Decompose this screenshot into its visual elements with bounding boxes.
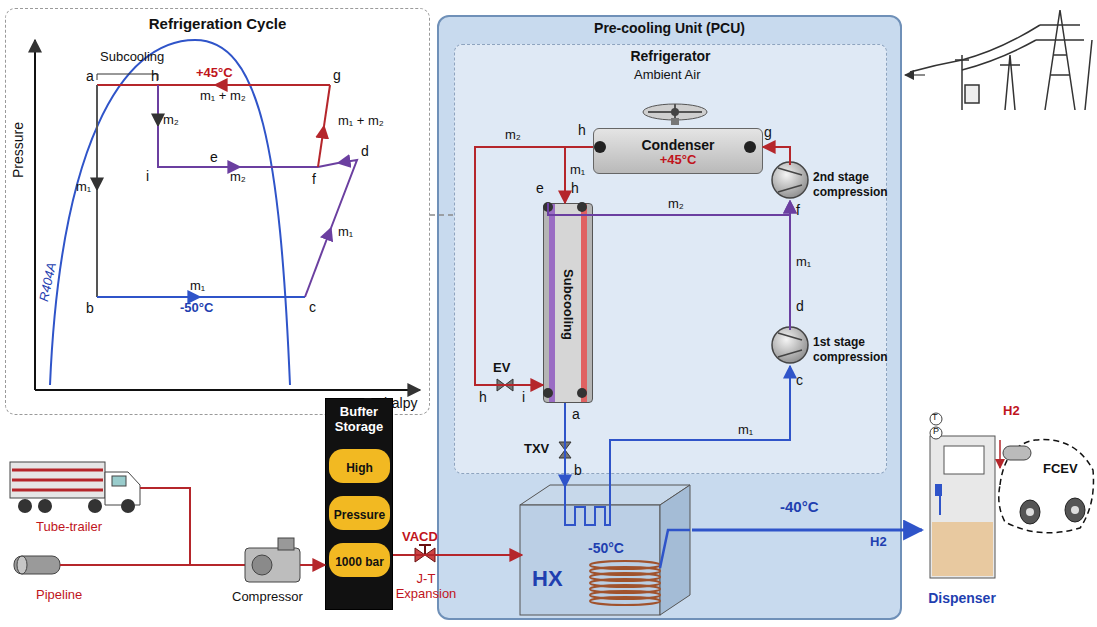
node-label: -50°C [588,540,624,556]
pipe-connector [763,147,790,165]
node-label: Dispenser [928,590,996,606]
state-point: g [764,124,772,140]
state-point: i [522,389,525,405]
flow-label: m₂ [230,170,246,185]
node-label: 1000 bar [335,556,384,570]
pipe-connector [564,403,566,487]
node-label: 2nd stage compression [813,170,887,199]
state-point: h [571,180,579,196]
pipe-connector [565,147,593,203]
temperature-label: -50°C [180,301,213,316]
node-label: Condenser [641,138,714,153]
valve-label: EV [493,361,510,376]
source-label: Pipeline [36,588,82,603]
gas-label: H2 [1003,404,1020,419]
ambient-label: Ambient Air [634,68,700,83]
pipe-connector [475,147,593,385]
state-point: b [574,462,582,478]
node-label: Pre-cooling Unit (PCU) [594,20,745,36]
valve-label: TXV [524,442,549,457]
subcooling-exchanger: Subcooling [543,203,593,403]
flow-label: m₂ [505,128,521,143]
state-point: f [796,202,800,218]
flow-label: m₁ + m₂ [200,89,246,104]
flow-label: m₁ [338,225,353,240]
storage-pill: Pressure [329,496,390,530]
pipe-connector [430,214,454,216]
state-point: i [146,168,149,184]
valve-label: J-T Expansion [390,572,462,602]
axis-label: Pressure [10,122,26,178]
condenser-box: Condenser+45°C [593,128,763,174]
storage-pill: 1000 bar [329,543,390,577]
compressor-stage: 2nd stage compression [775,165,889,201]
state-point: g [333,67,341,83]
valve-label: VACD [402,530,438,545]
flow-label: m₁ [76,180,91,195]
pipe-connector [789,201,791,330]
state-point: h [151,68,159,84]
state-point: h [578,122,586,138]
source-label: Tube-trailer [36,520,102,535]
dispenser: Dispenser [922,432,1002,606]
pipe-connector [393,554,522,556]
refrigerator-region: RefrigeratorCondenser+45°C 2nd stage comp… [454,44,887,474]
node-sublabel: HX [532,566,563,592]
node-label: Refrigerator [630,48,710,64]
gauge-label: T [932,412,938,422]
state-point: h [479,389,487,405]
state-point: e [210,149,218,165]
node-sublabel: +45°C [660,153,697,167]
state-point: c [309,299,316,315]
state-point: f [312,171,316,187]
axis-label: Enthalpy [363,395,417,411]
gauge-label: P [933,426,939,436]
state-point: d [361,143,369,159]
state-point: a [86,68,94,84]
flow-label: m₁ [570,163,585,178]
heat-exchanger: -50°C HX [522,487,692,617]
compressor-stage: 1st stage compression [775,330,889,366]
state-point: a [572,406,580,422]
temperature-label: +45°C [196,66,233,81]
flow-label: m₁ [738,423,753,438]
storage-pill: High [329,449,390,483]
pcu-housing: Pre-cooling Unit (PCU) RefrigeratorConden… [437,15,902,620]
refrigerant-label: R404A [37,261,60,303]
state-point: e [536,180,544,196]
flow-label: m₁ [796,255,811,270]
equipment-label: Compressor [232,590,303,605]
state-point: d [796,298,804,314]
vehicle-label: FCEV [1043,462,1078,477]
flow-label: m₂ [163,113,179,128]
node-label: High [346,462,373,476]
gas-label: H2 [870,535,887,550]
node-label: Pressure [334,509,385,523]
flow-label: m₁ [190,279,205,294]
flow-label: m₂ [668,197,684,212]
pipe-connector [610,366,790,487]
node-label: 1st stage compression [813,335,887,364]
flow-label: m₁ + m₂ [338,114,384,129]
cycle-annotation: Subcooling [100,50,164,65]
state-point: b [86,300,94,316]
node-label: Refrigeration Cycle [149,15,287,32]
buffer-storage: Buffer StorageHighPressure1000 bar [325,398,393,610]
node-label: Subcooling [561,269,576,340]
pipe-connector [692,529,922,532]
state-point: c [796,372,803,388]
temperature-label: -40°C [780,498,819,515]
